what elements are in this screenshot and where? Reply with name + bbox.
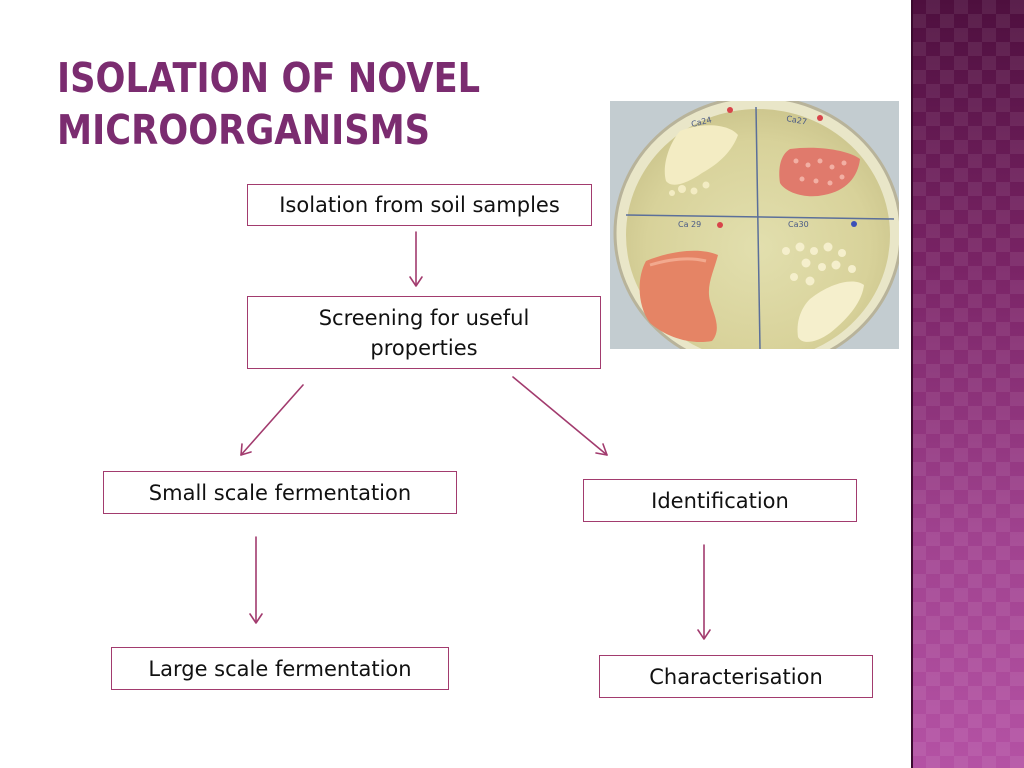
- arrow-screening-to-small-scale: [240, 384, 304, 456]
- box-label: Small scale fermentation: [148, 481, 412, 505]
- slide-title: ISOLATION OF NOVEL MICROORGANISMS: [57, 54, 481, 154]
- box-screening: Screening for useful properties: [247, 296, 601, 369]
- box-label: Isolation from soil samples: [279, 193, 560, 217]
- box-identification: Identification: [583, 479, 857, 522]
- petri-dish-photo: Ca24 Ca27 Ca 29 Ca30: [610, 101, 899, 349]
- quadrant-label-4: Ca30: [788, 220, 809, 229]
- box-label: Identification: [651, 488, 789, 513]
- box-label: Large scale fermentation: [148, 657, 412, 681]
- arrow-screening-to-identification: [512, 376, 608, 456]
- box-characterisation: Characterisation: [599, 655, 873, 698]
- quadrant-label-3: Ca 29: [678, 220, 701, 229]
- arrow-identification-to-characterisation: [697, 544, 711, 640]
- quadrant-label-2: Ca27: [786, 114, 808, 126]
- side-decoration-band: [912, 0, 1024, 768]
- box-label: Characterisation: [649, 664, 823, 689]
- arrow-soil-to-screening: [409, 231, 423, 287]
- box-small-scale-fermentation: Small scale fermentation: [103, 471, 457, 514]
- box-large-scale-fermentation: Large scale fermentation: [111, 647, 449, 690]
- arrow-small-to-large-scale: [249, 536, 263, 624]
- side-band-edge: [911, 0, 913, 768]
- box-isolation-from-soil: Isolation from soil samples: [247, 184, 592, 226]
- box-label: Screening for useful properties: [318, 305, 530, 360]
